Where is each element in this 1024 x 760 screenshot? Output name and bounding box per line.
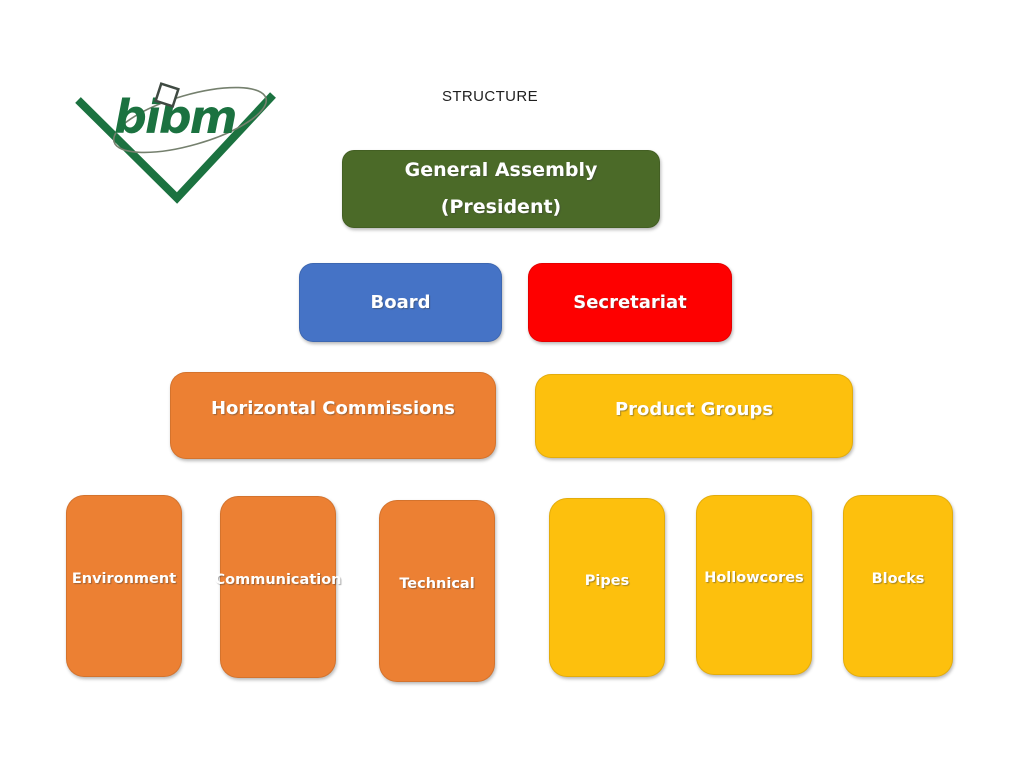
node-horizontal-commissions: Horizontal Commissions [170,372,496,459]
blocks-label: Blocks [871,571,925,587]
bibm-logo: bibm [72,80,282,208]
node-general-assembly: General Assembly (President) [342,150,660,228]
node-secretariat: Secretariat [528,263,732,342]
node-hollowcores: Hollowcores [696,495,812,675]
node-communication: Communication [215,496,342,678]
node-environment: Environment [66,495,182,677]
horizontal-commissions-label: Horizontal Commissions [210,398,456,419]
hollowcores-label: Hollowcores [704,570,804,586]
page-title: STRUCTURE [441,88,539,105]
checkmark-icon [75,92,276,204]
node-board: Board [299,263,502,342]
node-blocks: Blocks [843,495,953,677]
technical-label: Technical [399,576,475,592]
environment-label: Environment [71,571,177,587]
node-technical: Technical [379,500,495,682]
secretariat-label: Secretariat [573,292,687,313]
product-groups-label: Product Groups [614,398,774,420]
node-product-groups: Product Groups [535,374,853,458]
general-assembly-label-line1: General Assembly [404,159,598,181]
pipes-label: Pipes [584,572,630,589]
node-pipes: Pipes [549,498,665,677]
general-assembly-label-line2: (President) [440,196,562,218]
diamond-satellite-icon [154,82,180,108]
bibm-logo-graphic: bibm [75,82,276,204]
communication-label: Communication [214,572,342,588]
board-label: Board [370,292,431,313]
orbit-icon [112,86,268,154]
